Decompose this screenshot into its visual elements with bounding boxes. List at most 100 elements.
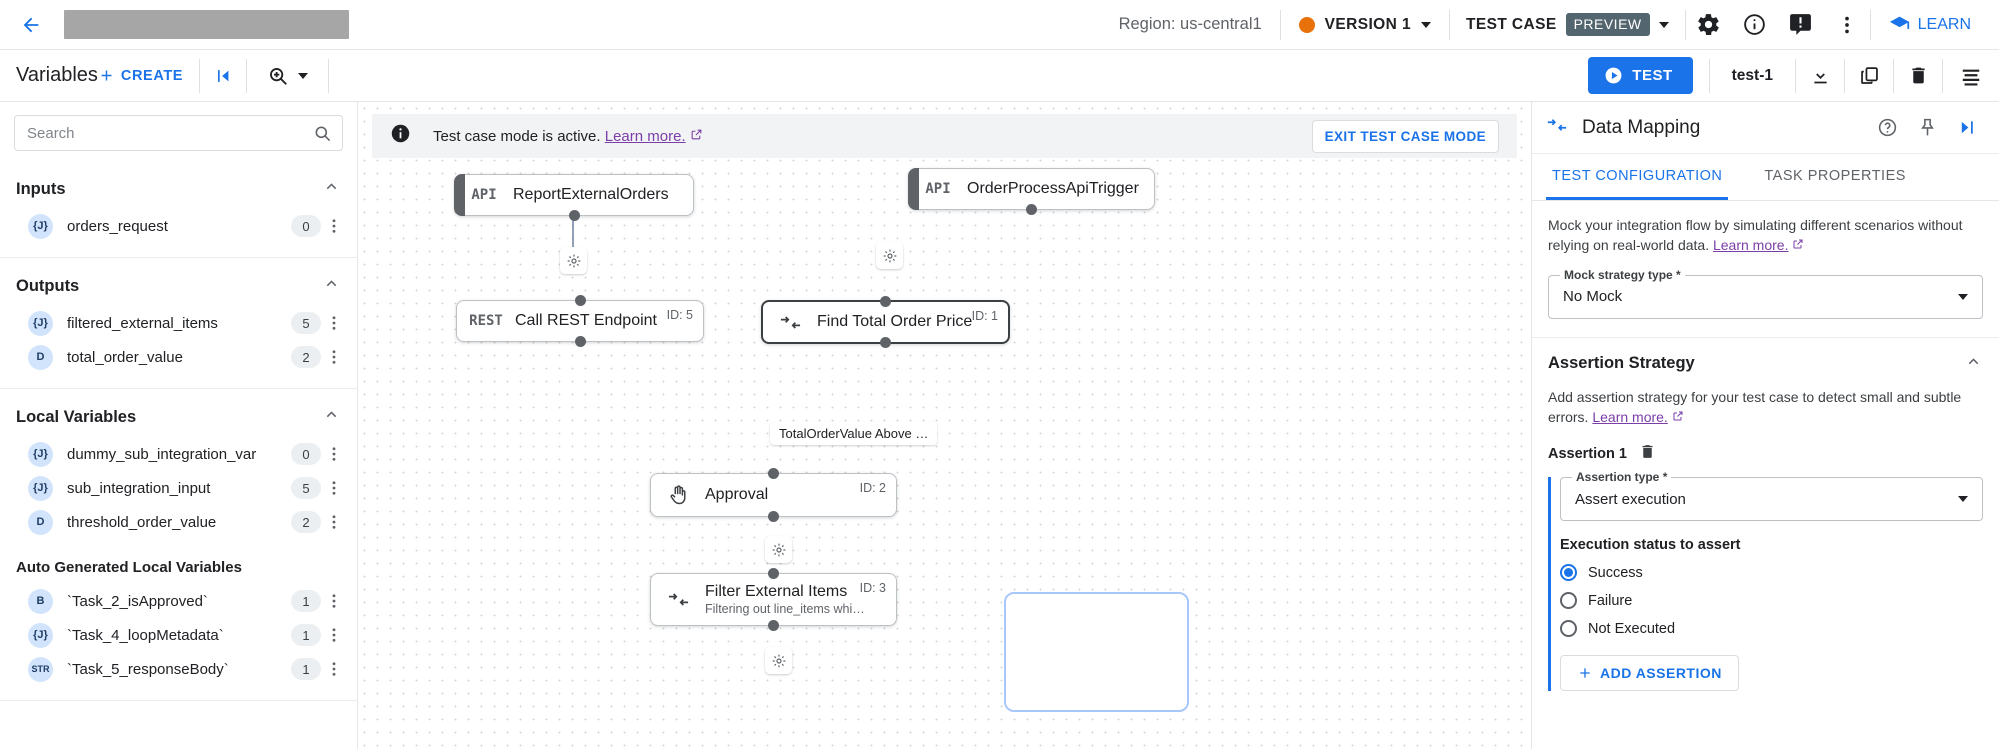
- canvas-node-order-process-api-trigger[interactable]: API OrderProcessApiTrigger: [908, 168, 1155, 215]
- test-case-selector[interactable]: TEST CASE PREVIEW: [1450, 13, 1685, 36]
- assertion-learn-more-link[interactable]: Learn more.: [1592, 408, 1668, 425]
- row-more-icon[interactable]: [321, 592, 347, 610]
- row-more-icon[interactable]: [321, 479, 347, 497]
- learn-button[interactable]: LEARN: [1871, 14, 1985, 35]
- radio-option-success[interactable]: Success: [1560, 564, 1983, 582]
- node-output-port[interactable]: [1026, 204, 1037, 215]
- row-more-icon[interactable]: [321, 348, 347, 366]
- add-assertion-button[interactable]: ADD ASSERTION: [1560, 655, 1739, 692]
- download-icon[interactable]: [1796, 54, 1844, 98]
- plus-icon: [1580, 668, 1590, 678]
- variable-name: filtered_external_items: [67, 314, 218, 332]
- node-body: OrderProcessApiTrigger: [967, 180, 1154, 198]
- search-box[interactable]: [14, 115, 343, 151]
- section-header-inputs[interactable]: Inputs: [0, 171, 357, 209]
- row-more-icon[interactable]: [321, 314, 347, 332]
- divider: [1869, 9, 1871, 40]
- node-output-port[interactable]: [568, 210, 580, 221]
- feedback-icon[interactable]: [1778, 2, 1824, 48]
- node-input-port[interactable]: [768, 568, 779, 579]
- canvas-loop-container[interactable]: [1004, 592, 1189, 712]
- copy-icon[interactable]: [1845, 54, 1893, 98]
- node-output-port[interactable]: [574, 336, 586, 347]
- variable-row[interactable]: D total_order_value 2: [0, 340, 357, 374]
- row-more-icon[interactable]: [321, 660, 347, 678]
- edge-condition-label[interactable]: TotalOrderValue Above …: [770, 422, 938, 445]
- exit-test-case-mode-button[interactable]: EXIT TEST CASE MODE: [1311, 119, 1499, 153]
- variable-row[interactable]: {J} `Task_4_loopMetadata` 1: [0, 618, 357, 652]
- banner-learn-more-link[interactable]: Learn more.: [604, 127, 686, 145]
- edge-gear-icon[interactable]: [765, 647, 792, 674]
- mock-learn-more-link[interactable]: Learn more.: [1712, 237, 1789, 254]
- node-title: Approval: [705, 486, 769, 503]
- delete-icon[interactable]: [1894, 54, 1942, 98]
- variable-row[interactable]: D threshold_order_value 2: [0, 505, 357, 539]
- assertion-type-select[interactable]: Assertion type * Assert execution: [1560, 470, 1983, 522]
- data-mapping-icon: [651, 588, 705, 611]
- variable-count-badge: 5: [291, 312, 321, 334]
- node-input-port[interactable]: [880, 296, 891, 307]
- radio-option-not-executed[interactable]: Not Executed: [1560, 620, 1983, 638]
- variable-row[interactable]: {J} filtered_external_items 5: [0, 306, 357, 340]
- row-more-icon[interactable]: [321, 217, 347, 235]
- help-icon[interactable]: [1867, 108, 1907, 148]
- pin-icon[interactable]: [1907, 108, 1947, 148]
- panel-header: Data Mapping: [1532, 102, 1999, 154]
- integration-canvas[interactable]: Test case mode is active. Learn more. EX…: [358, 102, 1531, 749]
- radio-option-failure[interactable]: Failure: [1560, 592, 1983, 610]
- canvas-node-filter-external-items[interactable]: Filter External Items Filtering out line…: [650, 568, 897, 631]
- variable-count-badge: 1: [291, 590, 321, 612]
- back-arrow-icon[interactable]: [18, 12, 44, 38]
- list-icon[interactable]: [1943, 54, 1999, 98]
- variable-type-badge: STR: [28, 656, 53, 682]
- node-input-port[interactable]: [574, 295, 586, 306]
- node-input-port[interactable]: [768, 468, 779, 479]
- canvas-node-call-rest-endpoint[interactable]: REST Call REST Endpoint ID: 5: [456, 295, 704, 347]
- variable-name: orders_request: [67, 217, 168, 235]
- edge-gear-icon[interactable]: [765, 536, 792, 563]
- edge-gear-icon[interactable]: [876, 242, 903, 269]
- search-input[interactable]: [27, 124, 313, 142]
- row-more-icon[interactable]: [321, 513, 347, 531]
- variable-row[interactable]: {J} dummy_sub_integration_var 0: [0, 437, 357, 471]
- row-more-icon[interactable]: [321, 445, 347, 463]
- run-test-button[interactable]: TEST: [1588, 57, 1693, 94]
- section-header-outputs[interactable]: Outputs: [0, 268, 357, 306]
- zoom-control[interactable]: [247, 65, 328, 87]
- version-selector[interactable]: VERSION 1: [1281, 16, 1449, 34]
- region-label: Region: us-central1: [1118, 15, 1262, 33]
- node-output-port[interactable]: [768, 620, 779, 631]
- canvas-node-find-total-order-price[interactable]: Find Total Order Price ID: 1: [761, 296, 1010, 348]
- info-icon[interactable]: [1732, 2, 1778, 48]
- radio-button[interactable]: [1560, 620, 1577, 638]
- canvas-node-approval[interactable]: Approval ID: 2: [650, 468, 897, 522]
- node-output-port[interactable]: [880, 337, 891, 348]
- variable-row[interactable]: {J} orders_request 0: [0, 209, 357, 243]
- assertion-section-header[interactable]: Assertion Strategy: [1548, 352, 1983, 376]
- create-variable-button[interactable]: CREATE: [98, 67, 183, 84]
- variable-row[interactable]: {J} sub_integration_input 5: [0, 471, 357, 505]
- radio-button[interactable]: [1560, 592, 1577, 610]
- assertion-type-label: Assertion type *: [1572, 470, 1672, 485]
- variable-type-badge: {J}: [28, 310, 53, 336]
- node-id-badge: ID: 3: [859, 581, 886, 595]
- radio-label: Not Executed: [1588, 620, 1676, 637]
- mock-strategy-type-select[interactable]: Mock strategy type * No Mock: [1548, 267, 1983, 319]
- collapse-right-icon[interactable]: [1947, 108, 1987, 148]
- assertion-header: Assertion 1: [1548, 443, 1983, 465]
- delete-assertion-icon[interactable]: [1639, 443, 1656, 465]
- node-output-port[interactable]: [768, 511, 779, 522]
- radio-button[interactable]: [1560, 564, 1577, 582]
- row-more-icon[interactable]: [321, 626, 347, 644]
- variable-row[interactable]: B `Task_2_isApproved` 1: [0, 584, 357, 618]
- tab-test-configuration[interactable]: TEST CONFIGURATION: [1546, 154, 1729, 200]
- canvas-node-report-external-orders[interactable]: API ReportExternalOrders: [454, 174, 694, 221]
- more-vert-icon[interactable]: [1824, 2, 1870, 48]
- test-case-banner: Test case mode is active. Learn more. EX…: [372, 114, 1517, 158]
- section-header-local-variables[interactable]: Local Variables: [0, 399, 357, 437]
- collapse-sidebar-button[interactable]: [200, 66, 246, 86]
- tab-task-properties[interactable]: TASK PROPERTIES: [1764, 168, 1906, 184]
- edge-gear-icon[interactable]: [560, 247, 587, 274]
- gear-icon[interactable]: [1686, 2, 1732, 48]
- variable-row[interactable]: STR `Task_5_responseBody` 1: [0, 652, 357, 686]
